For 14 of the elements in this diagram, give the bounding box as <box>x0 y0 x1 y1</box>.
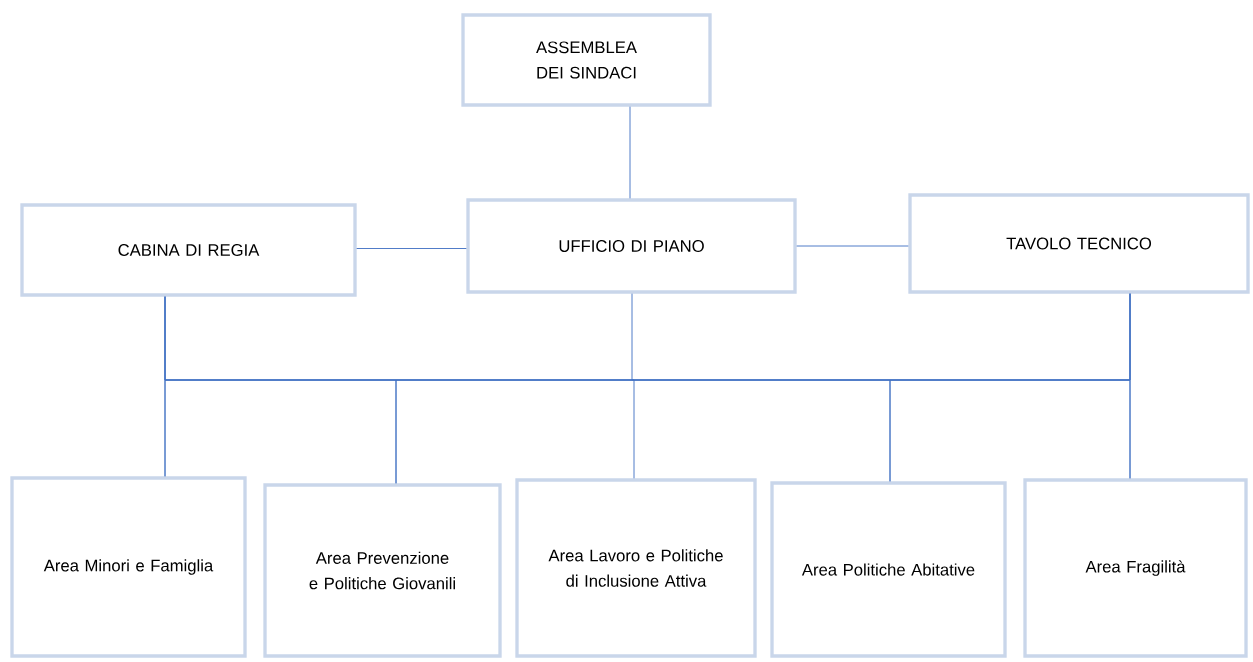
connector-line <box>796 245 909 247</box>
org-box: Area Fragilità <box>1023 478 1248 658</box>
org-box: CABINA DI REGIA <box>20 203 357 297</box>
connector-line <box>631 293 635 479</box>
org-box: UFFICIO DI PIANO <box>466 198 797 294</box>
org-box: Area Prevenzione e Politiche Giovanili <box>263 483 502 658</box>
org-box: Area Minori e Famiglia <box>10 476 247 658</box>
org-box: ASSEMBLEA DEI SINDACI <box>461 13 712 107</box>
org-box: Area Politiche Abitative <box>770 481 1007 658</box>
connector-line <box>356 248 467 249</box>
org-box: TAVOLO TECNICO <box>908 193 1250 294</box>
connector-line <box>629 106 631 199</box>
org-box: Area Lavoro e Politiche di Inclusione Attiva <box>515 478 757 658</box>
connector-line <box>1129 293 1131 479</box>
